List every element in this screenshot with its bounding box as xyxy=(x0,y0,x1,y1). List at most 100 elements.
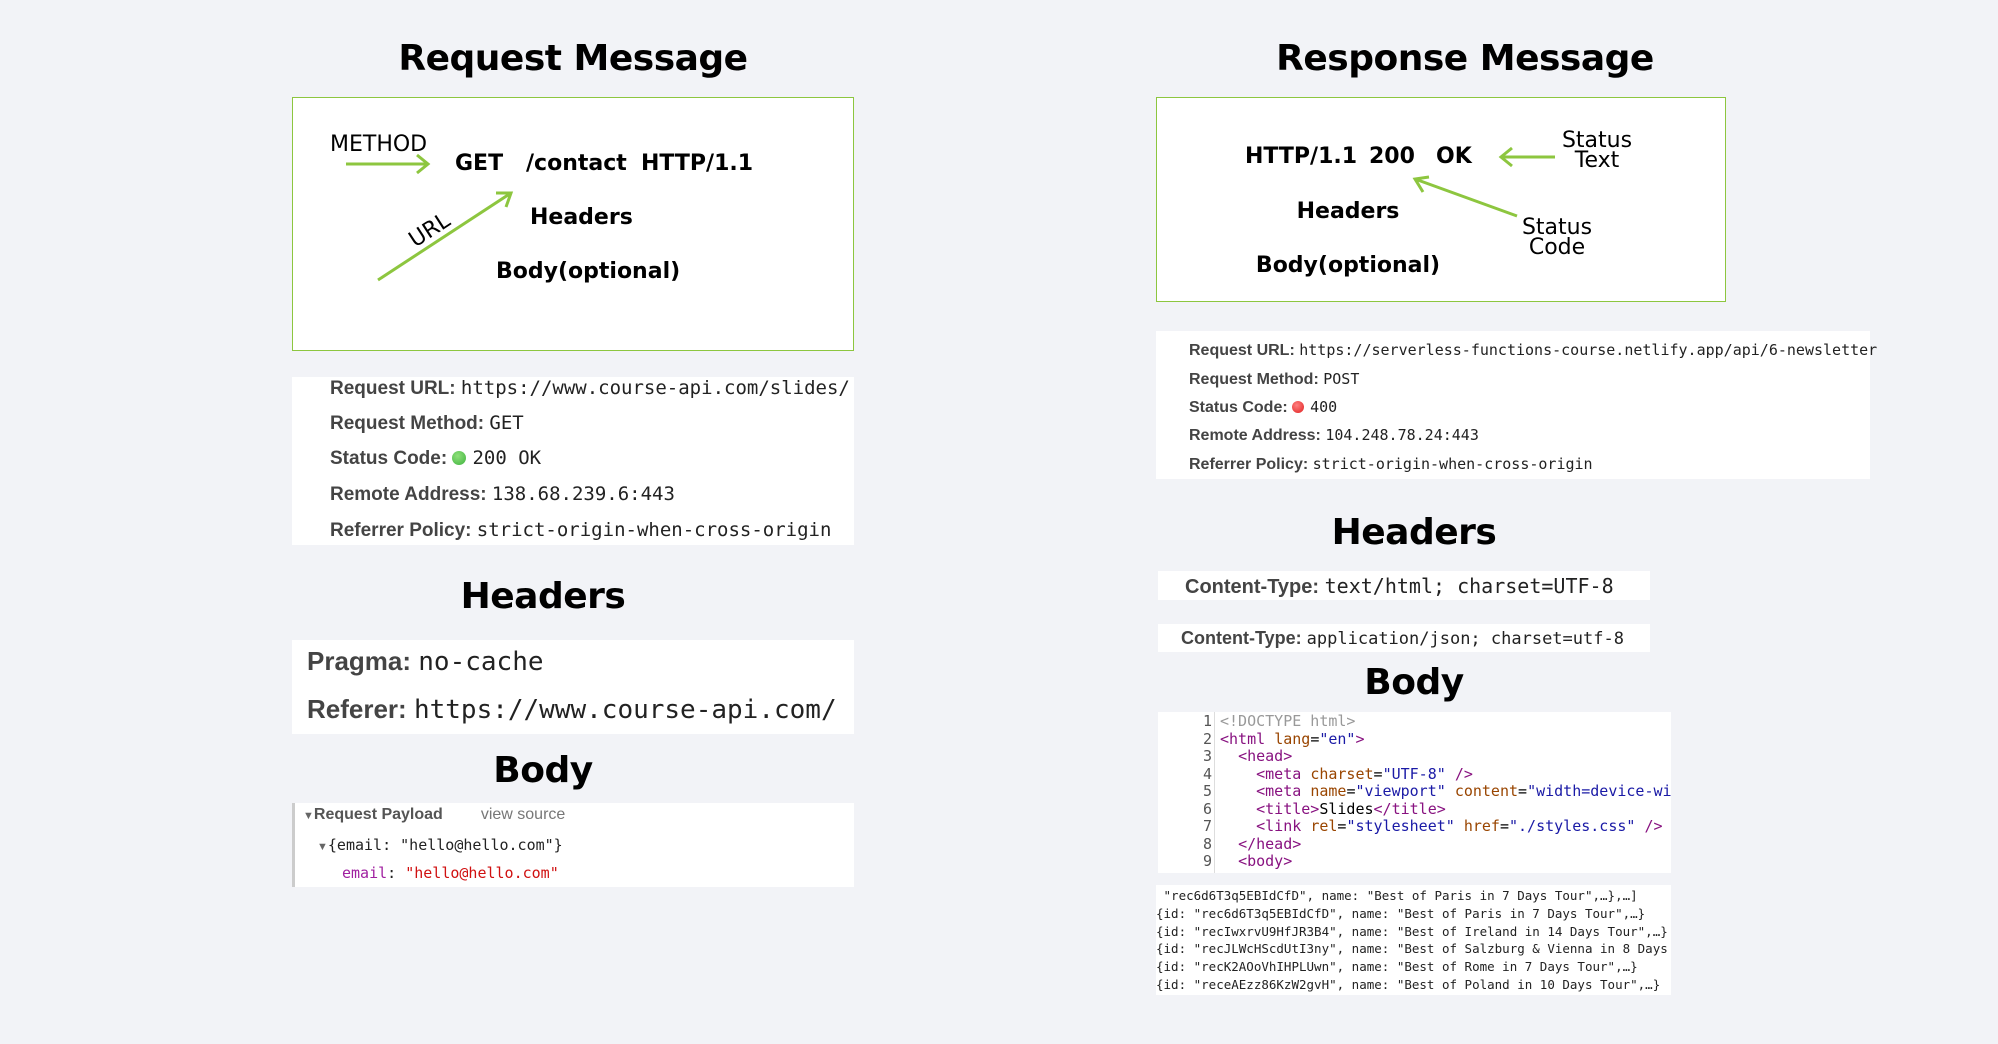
version: HTTP/1.1 xyxy=(641,151,754,176)
request-title: Request Message xyxy=(398,38,748,79)
content-type-row: Content-Type: application/json; charset=… xyxy=(1158,624,1650,652)
body-text: Body(optional) xyxy=(1255,253,1441,278)
info-value: https://serverless-functions-course.netl… xyxy=(1299,341,1878,359)
payload-object: {email: "hello@hello.com"} xyxy=(327,836,563,854)
headers: Headers xyxy=(530,205,633,230)
code-line: </head> xyxy=(1238,834,1302,853)
label-line: Status xyxy=(1561,128,1633,153)
line-number: 9 xyxy=(1202,852,1212,870)
info-key: Request URL: xyxy=(1189,342,1295,359)
header-key: Content-Type: xyxy=(1181,628,1302,648)
header-value: no-cache xyxy=(418,647,544,677)
info-value: strict-origin-when-cross-origin xyxy=(1312,455,1593,473)
info-key: Request Method: xyxy=(1189,371,1319,388)
json-list-view: "rec6d6T3q5EBIdCfD", name: "Best of Pari… xyxy=(1156,885,1671,995)
label-line: Text xyxy=(1574,148,1620,173)
code-line: <title>Slides</title> xyxy=(1256,799,1446,818)
json-lines: "rec6d6T3q5EBIdCfD", name: "Best of Pari… xyxy=(1156,885,1671,994)
info-key: Referrer Policy: xyxy=(1189,456,1309,473)
header-key: Referer: xyxy=(307,694,407,724)
json-list-item[interactable]: "rec6d6T3q5EBIdCfD", name: "Best of Pari… xyxy=(1156,888,1638,903)
info-value: POST xyxy=(1323,370,1360,388)
info-key: Remote Address: xyxy=(330,484,487,505)
label-line: Status xyxy=(1521,215,1593,240)
code-line: <meta name="viewport" content="width=dev… xyxy=(1256,782,1671,800)
code-line: <body> xyxy=(1238,852,1293,870)
json-list-item[interactable]: {id: "recJLWcHScdUtI3ny", name: "Best of… xyxy=(1156,941,1668,957)
json-list-item[interactable]: {id: "rec6d6T3q5EBIdCfD", name: "Best of… xyxy=(1156,905,1646,921)
response-body-title: Body xyxy=(1364,662,1464,703)
header-value: application/json; charset=utf-8 xyxy=(1306,629,1624,649)
request-info-panel: Request URL: https://www.course-api.com/… xyxy=(292,377,854,545)
content-type-row: Content-Type: text/html; charset=UTF-8 xyxy=(1158,571,1650,600)
line-number: 2 xyxy=(1202,729,1212,748)
header-value: https://www.course-api.com/ xyxy=(413,695,837,725)
line-number: 7 xyxy=(1202,817,1212,835)
method-label: METHOD xyxy=(330,132,428,157)
request-body-title: Body xyxy=(493,750,593,791)
json-list-item[interactable]: {id: "recIwxrvU9HfJR3B4", name: "Best of… xyxy=(1156,923,1668,939)
version: HTTP/1.1 xyxy=(1245,144,1358,169)
info-key: Remote Address: xyxy=(1189,427,1321,444)
code-line: <html lang="en"> xyxy=(1220,729,1365,748)
status-text-arrow-icon xyxy=(1498,146,1555,168)
info-key: Request URL: xyxy=(330,378,456,399)
info-key: Request Method: xyxy=(330,413,485,434)
arrows xyxy=(346,153,514,282)
json-list-item[interactable]: {id: "recK2AOoVhIHPLUwn", name: "Best of… xyxy=(1156,959,1638,975)
response-diagram: HTTP/1.1 200 OK Headers Body(optional) S… xyxy=(1156,97,1726,302)
gutter-divider xyxy=(1214,712,1215,873)
line-number: 8 xyxy=(1202,834,1212,853)
payload-label[interactable]: Request Payload xyxy=(313,806,443,823)
response-info-panel: Request URL: https://serverless-function… xyxy=(1156,331,1877,479)
path: /contact xyxy=(526,151,627,176)
code-line: <meta charset="UTF-8" /> xyxy=(1256,764,1473,783)
info-value: 200 OK xyxy=(472,447,542,469)
info-value: strict-origin-when-cross-origin xyxy=(476,519,832,541)
line-number: 4 xyxy=(1202,764,1212,783)
triangle-down-icon[interactable]: ▼ xyxy=(317,841,328,853)
info-value: 400 xyxy=(1310,398,1338,416)
triangle-down-icon[interactable]: ▼ xyxy=(303,810,314,822)
prop-key: email xyxy=(342,864,388,882)
line-number: 6 xyxy=(1202,799,1212,818)
body: Body(optional) xyxy=(496,259,681,284)
label-line: Code xyxy=(1528,235,1586,260)
prop-value: "hello@hello.com" xyxy=(405,864,559,882)
header-key: Pragma: xyxy=(307,646,412,676)
status-dot-icon xyxy=(452,451,467,465)
info-value: https://www.course-api.com/slides/ xyxy=(460,377,850,399)
status-code-arrow-icon xyxy=(1412,175,1518,218)
response-title: Response Message xyxy=(1276,38,1654,79)
status-text: OK xyxy=(1436,144,1472,169)
code-line: <link rel="stylesheet" href="./styles.cs… xyxy=(1256,817,1663,835)
info-key: Status Code: xyxy=(330,448,448,469)
header-value: text/html; charset=UTF-8 xyxy=(1324,574,1614,598)
status-code: 200 xyxy=(1369,144,1415,169)
line-number: 3 xyxy=(1202,747,1212,765)
info-value: 138.68.239.6:443 xyxy=(491,483,675,505)
line-number: 1 xyxy=(1202,712,1212,730)
request-headers-panel: Pragma: no-cache Referer: https://www.co… xyxy=(292,640,854,734)
info-key: Referrer Policy: xyxy=(330,520,472,541)
method-arrow-icon xyxy=(346,153,431,175)
json-list-item[interactable]: {id: "receAEzz86KzW2gvH", name: "Best of… xyxy=(1156,976,1661,992)
url-arrow-icon xyxy=(377,191,514,282)
status-dot-icon xyxy=(1292,401,1305,413)
line-number: 5 xyxy=(1202,782,1212,800)
request-diagram: METHOD URL GET /contact HTTP/1.1 Headers… xyxy=(292,97,854,351)
method: GET xyxy=(455,151,504,176)
view-source-link[interactable]: view source xyxy=(480,806,566,823)
headers-text: Headers xyxy=(1296,199,1400,224)
code-line: <!DOCTYPE html> xyxy=(1220,712,1356,730)
info-value: GET xyxy=(489,412,524,434)
info-key: Status Code: xyxy=(1189,399,1288,416)
code-line: <head> xyxy=(1238,747,1293,765)
header-key: Content-Type: xyxy=(1185,576,1320,598)
request-headers-title: Headers xyxy=(460,576,626,617)
info-value: 104.248.78.24:443 xyxy=(1325,426,1479,444)
response-headers-title: Headers xyxy=(1331,512,1497,553)
arrows xyxy=(1412,146,1555,218)
